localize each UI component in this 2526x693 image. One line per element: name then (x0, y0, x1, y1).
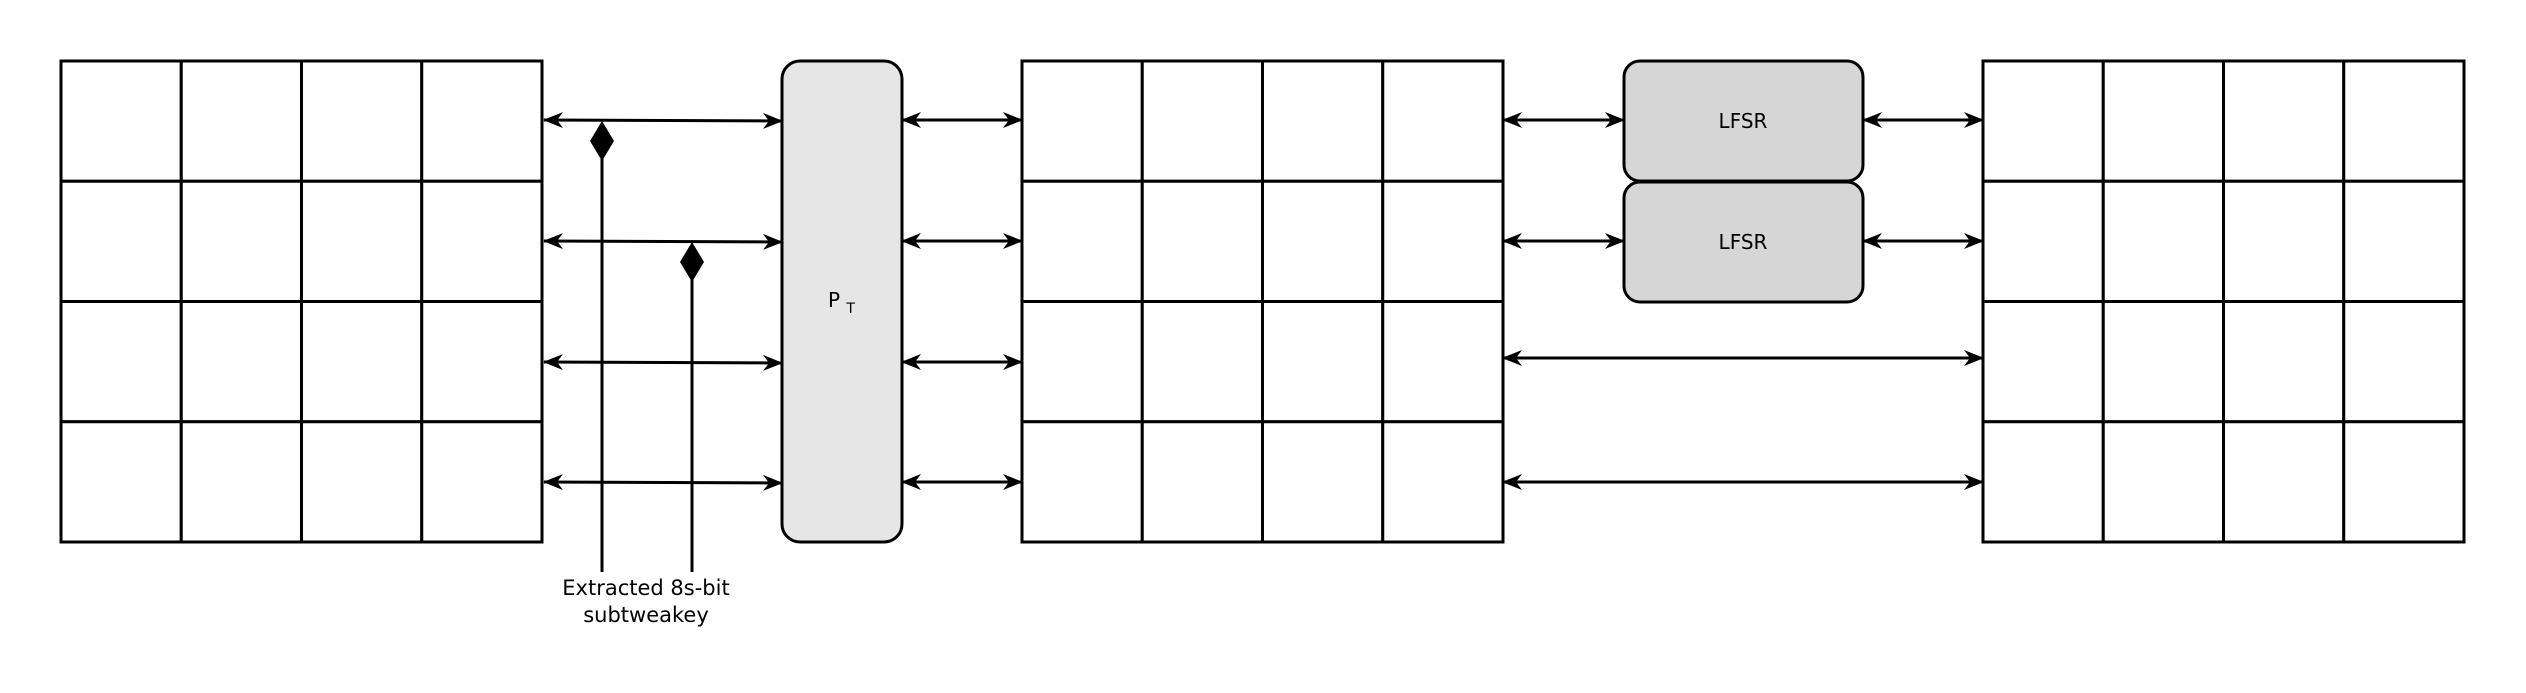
permutation-subscript: T (845, 301, 855, 317)
grid-cell-r1-c2 (179, 59, 303, 183)
grid-cell-r2-c1 (1020, 179, 1144, 303)
grid-cell-r3-c3 (300, 300, 424, 424)
lfsr-label: LFSR (1719, 109, 1768, 133)
arrows-middle-to-lfsr (1502, 112, 1984, 490)
grid-cell-r2-c3 (1261, 179, 1385, 303)
arrow-row-4 (543, 474, 783, 491)
lfsr-block-2: LFSR (1622, 180, 1865, 304)
grid-cell-r4-c2 (2101, 420, 2225, 544)
grid-cell-r2-c2 (1140, 179, 1264, 303)
grid-cell-r4-c2 (1140, 420, 1264, 544)
arrow-row-3 (543, 354, 783, 371)
grid-cell-r4-c4 (2342, 420, 2466, 544)
grid-cell-r2-c1 (59, 179, 183, 303)
grid-cell-r3-c2 (179, 300, 303, 424)
grid-cell-r1-c4 (1381, 59, 1505, 183)
grid-cell-r4-c4 (420, 420, 544, 544)
extraction-label-line-1: Extracted 8s-bit (562, 576, 729, 600)
grid-cell-r3-c4 (2342, 300, 2466, 424)
permutation-label: P (828, 288, 840, 312)
tweakey-state-grid-left (59, 59, 544, 544)
grid-cell-r4-c1 (59, 420, 183, 544)
grid-cell-r1-c2 (1140, 59, 1264, 183)
tap-diamond-1 (590, 121, 614, 161)
grid-cell-r4-c1 (1020, 420, 1144, 544)
grid-cell-r1-c4 (420, 59, 544, 183)
grid-cell-r2-c1 (1981, 179, 2105, 303)
grid-cell-r1-c1 (1020, 59, 1144, 183)
grid-cell-r4-c2 (179, 420, 303, 544)
arrow-row-2 (543, 233, 783, 250)
svg-text:P T: P T (828, 288, 855, 317)
grid-cell-r4-c3 (2222, 420, 2346, 544)
grid-cell-r2-c4 (2342, 179, 2466, 303)
grid-cell-r1-c3 (300, 59, 424, 183)
grid-cell-r3-c3 (1261, 300, 1385, 424)
arrows-lfsr-to-right (1862, 112, 1984, 249)
tweakey-state-grid-middle (1020, 59, 1505, 544)
grid-cell-r2-c4 (420, 179, 544, 303)
grid-cell-r2-c2 (179, 179, 303, 303)
subtweakey-extraction (590, 121, 704, 572)
grid-cell-r1-c3 (2222, 59, 2346, 183)
lfsr-label: LFSR (1719, 230, 1768, 254)
permutation-block: P T (780, 59, 904, 544)
grid-cell-r3-c1 (1981, 300, 2105, 424)
grid-cell-r4-c3 (1261, 420, 1385, 544)
grid-cell-r4-c1 (1981, 420, 2105, 544)
grid-cell-r3-c2 (2101, 300, 2225, 424)
arrows-permutation-to-middle (901, 112, 1023, 490)
grid-cell-r4-c4 (1381, 420, 1505, 544)
grid-cell-r2-c2 (2101, 179, 2225, 303)
arrow-row-1 (543, 112, 783, 129)
grid-cell-r2-c3 (2222, 179, 2346, 303)
grid-cell-r1-c2 (2101, 59, 2225, 183)
grid-cell-r1-c1 (59, 59, 183, 183)
grid-cell-r1-c3 (1261, 59, 1385, 183)
grid-cell-r3-c1 (1020, 300, 1144, 424)
grid-cell-r3-c4 (420, 300, 544, 424)
grid-cell-r4-c3 (300, 420, 424, 544)
grid-cell-r3-c2 (1140, 300, 1264, 424)
grid-cell-r2-c4 (1381, 179, 1505, 303)
grid-cell-r2-c3 (300, 179, 424, 303)
tweakey-state-grid-right (1981, 59, 2466, 544)
grid-cell-r1-c1 (1981, 59, 2105, 183)
arrows-left-to-permutation (543, 112, 783, 491)
grid-cell-r3-c4 (1381, 300, 1505, 424)
tap-diamond-2 (680, 242, 704, 282)
grid-cell-r1-c4 (2342, 59, 2466, 183)
lfsr-block-1: LFSR (1622, 59, 1865, 183)
extraction-label-line-2: subtweakey (583, 603, 709, 627)
grid-cell-r3-c1 (59, 300, 183, 424)
grid-cell-r3-c3 (2222, 300, 2346, 424)
